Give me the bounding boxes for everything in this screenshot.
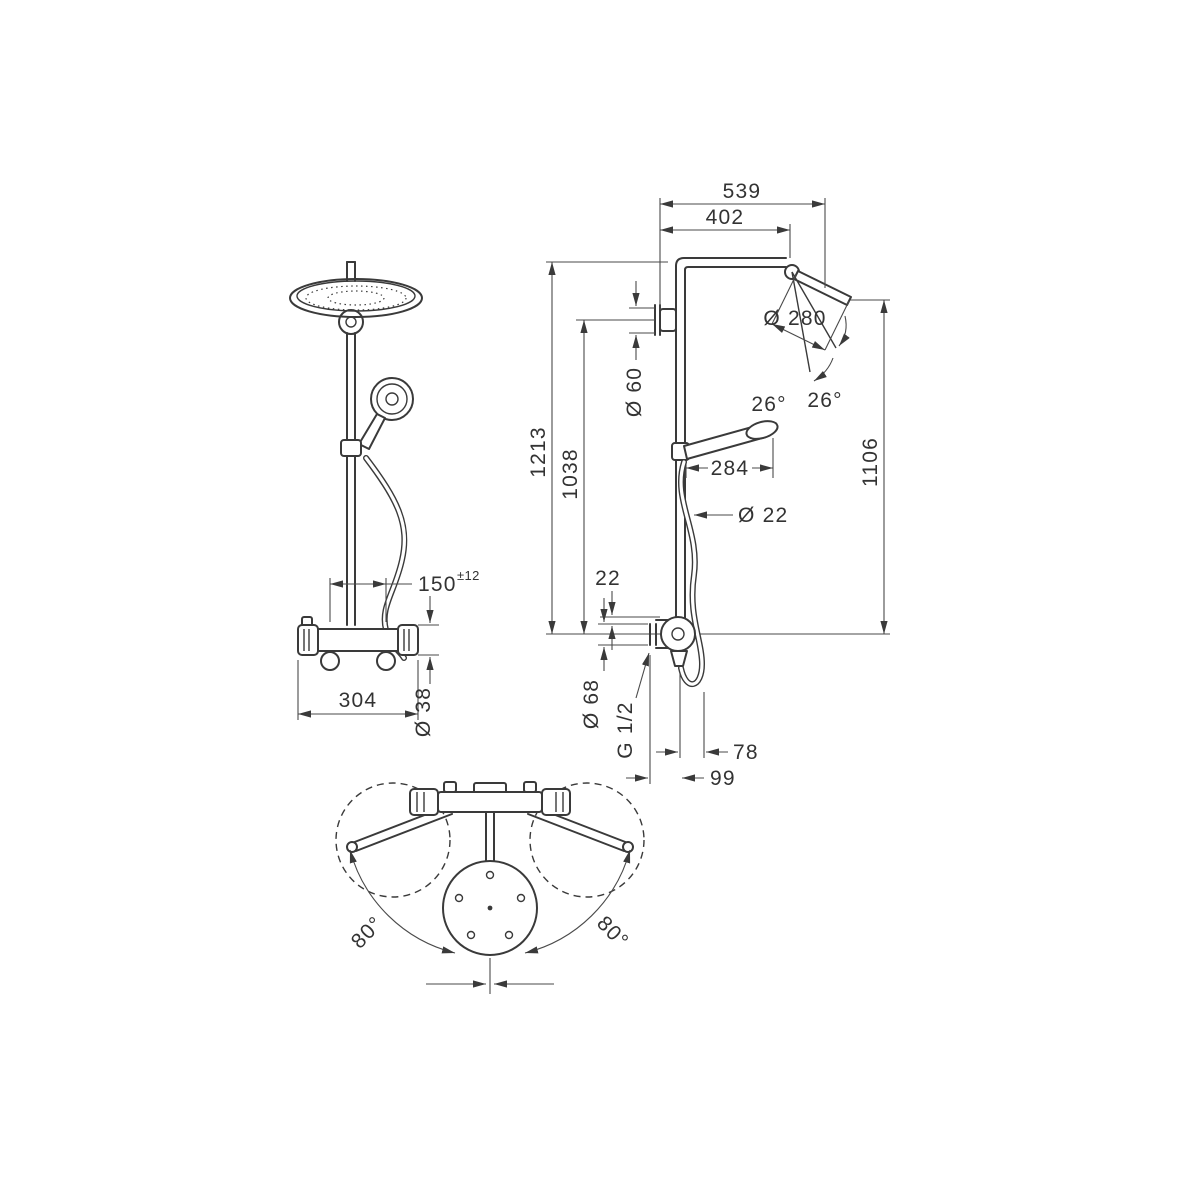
- dim-label-dia60: Ø 60: [623, 367, 646, 417]
- dim-swing-left: 80°: [347, 849, 456, 954]
- dim-bracket-height: 1038: [559, 319, 655, 634]
- dim-label-tilt-b: 26°: [807, 389, 842, 412]
- dim-label-99: 99: [710, 767, 736, 790]
- center-reference-arrows: [426, 958, 554, 994]
- dim-label-80-left: 80°: [347, 912, 388, 953]
- dim-label-dia68: Ø 68: [580, 679, 603, 729]
- dim-label-402: 402: [706, 206, 745, 229]
- dim-plate-offset: 22: [595, 567, 660, 650]
- wall-bracket-top: [654, 304, 677, 336]
- dim-head-diameter: Ø 280: [763, 274, 850, 351]
- dim-label-284: 284: [711, 457, 750, 480]
- head-tilt-positions: 26° 26°: [750, 271, 850, 416]
- side-view: 26° 26° Ø 280 Ø 60: [527, 180, 890, 790]
- thermostat-valve-front: [297, 616, 419, 671]
- dim-valve-width: 304: [297, 660, 419, 720]
- dim-valve-diameter: Ø 38: [412, 596, 439, 737]
- thermostat-valve-side: [649, 616, 696, 667]
- dim-label-304: 304: [339, 689, 378, 712]
- thermostat-valve-plan: [409, 781, 571, 816]
- dim-swing-right: 80°: [524, 849, 633, 954]
- dim-label-150: 150: [418, 573, 457, 596]
- ball-joint: [338, 309, 364, 335]
- shutoff-knob: [397, 624, 419, 656]
- hose-outlet: [670, 650, 688, 667]
- dim-label-dia280: Ø 280: [763, 307, 826, 330]
- dim-label-78: 78: [733, 741, 759, 764]
- hand-shower-front: [358, 377, 414, 450]
- slider-holder: [340, 439, 362, 457]
- dim-top-width: 539: [659, 180, 826, 310]
- riser-connection-plan: [485, 811, 495, 863]
- dim-wall-depth: 99: [626, 655, 736, 790]
- riser-pipe-top: [346, 261, 356, 282]
- dim-handshower-length: 284: [685, 438, 774, 480]
- label-bg: [750, 395, 788, 415]
- dim-label-80-right: 80°: [592, 912, 633, 953]
- dim-total-height: 1213: [527, 261, 668, 634]
- wall-union-left: [320, 651, 340, 671]
- knob-face: [660, 616, 696, 652]
- dim-label-1038: 1038: [559, 448, 582, 500]
- dim-label-dia22: Ø 22: [738, 504, 788, 527]
- dim-head-height: 1106: [850, 299, 890, 634]
- dim-label-1213: 1213: [527, 426, 550, 478]
- dim-hose-diameter: Ø 22: [694, 504, 788, 527]
- dim-thread: G 1/2: [614, 652, 650, 759]
- dim-escutcheon-diameter: Ø 68: [580, 598, 648, 729]
- dim-label-thread: G 1/2: [614, 701, 637, 758]
- dim-label-1106: 1106: [859, 437, 882, 487]
- front-view: 150 ±12 304 Ø 38: [289, 261, 480, 737]
- dim-mount-distance: 150 ±12: [329, 568, 480, 622]
- wall-plate: [442, 860, 538, 956]
- overhead-shower-side: [793, 270, 852, 306]
- dim-label-22: 22: [595, 567, 621, 590]
- dim-hose-offset: 78: [656, 672, 759, 764]
- hand-shower-side: [671, 420, 779, 461]
- dim-arm-reach: 402: [660, 206, 791, 258]
- dim-label-tilt-a: 26°: [751, 393, 786, 416]
- shower-hose-side: [677, 459, 706, 688]
- wall-union-right: [376, 651, 396, 671]
- valve-body: [315, 628, 401, 652]
- riser-pipe-front: [346, 332, 356, 626]
- plan-view: 80° 80°: [335, 781, 645, 994]
- temperature-knob: [297, 624, 319, 656]
- dim-bracket-diameter: Ø 60: [623, 281, 655, 417]
- dim-label-539: 539: [723, 180, 762, 203]
- dim-label-150-tolerance: ±12: [457, 568, 480, 583]
- label-bg: [806, 391, 844, 411]
- label-bg: [708, 456, 752, 479]
- dim-label-dia38: Ø 38: [412, 687, 435, 737]
